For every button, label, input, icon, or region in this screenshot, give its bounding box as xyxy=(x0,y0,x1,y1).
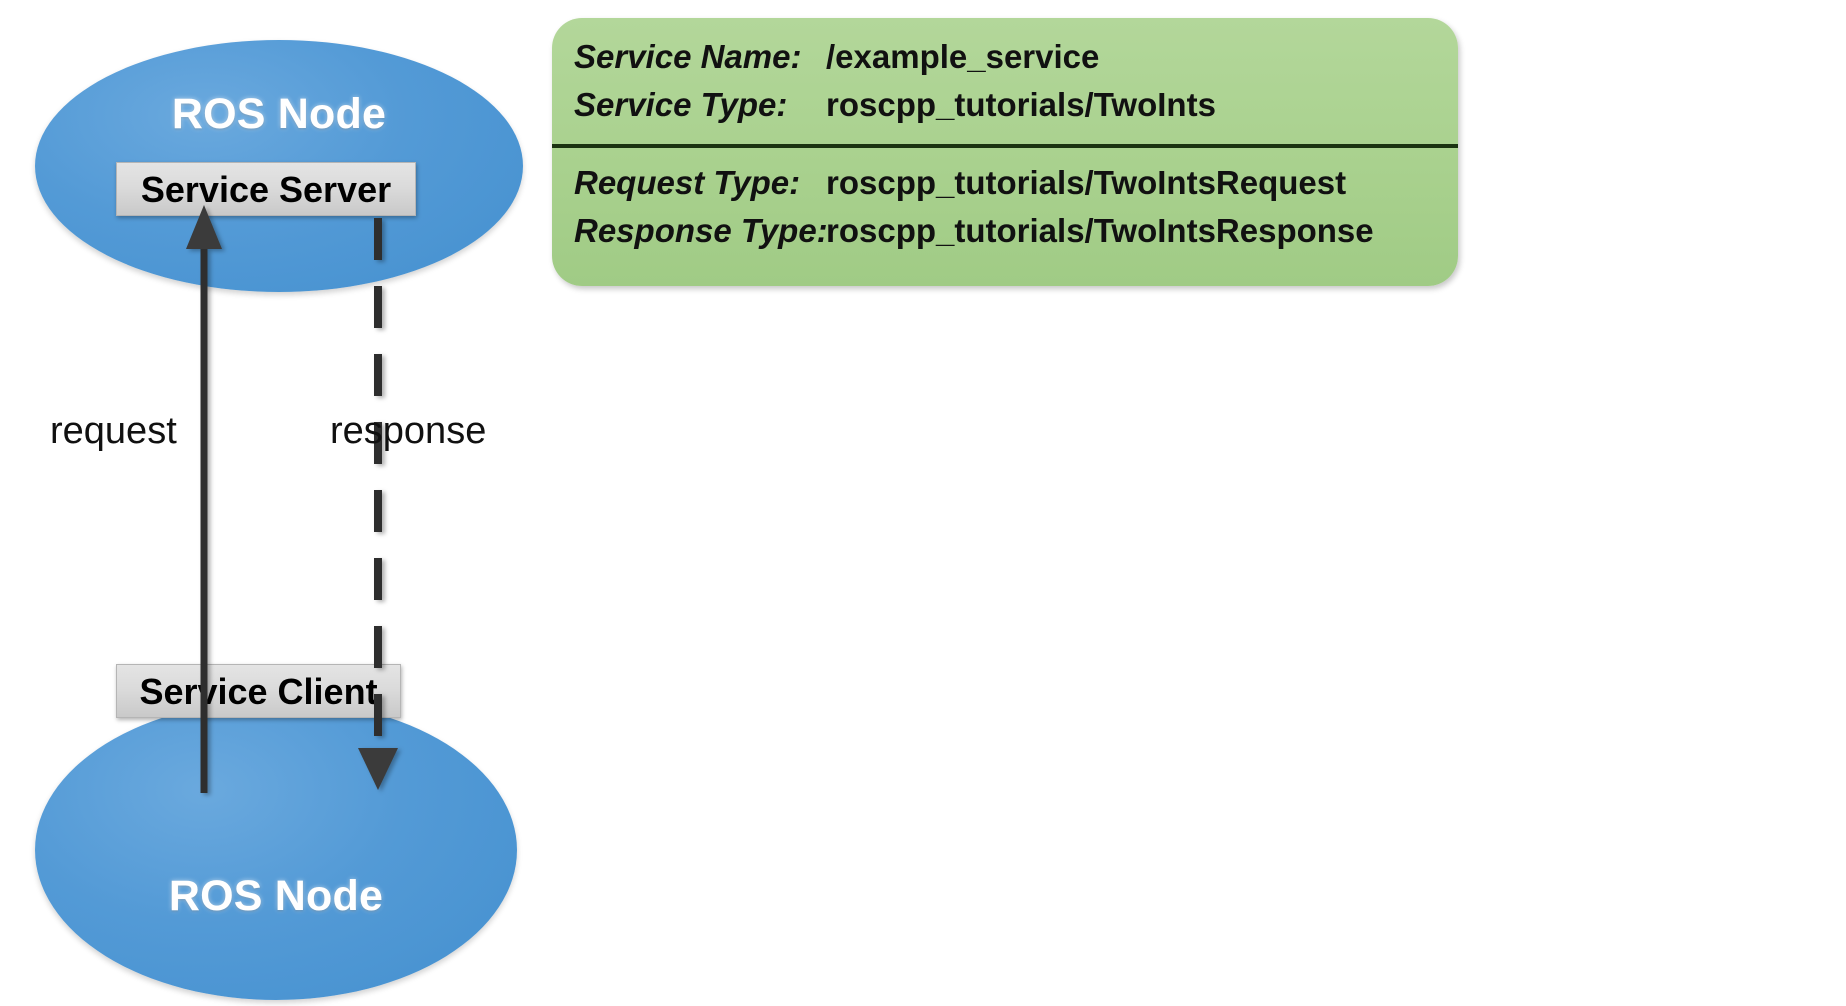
service-client-box: Service Client xyxy=(116,664,401,718)
service-identity-section: Service Name: /example_service Service T… xyxy=(552,18,1458,134)
service-name-key: Service Name: xyxy=(574,38,802,75)
service-type-value: roscpp_tutorials/TwoInts xyxy=(826,86,1216,123)
info-panel-divider xyxy=(552,144,1458,148)
info-row-response-type: Response Type: roscpp_tutorials/TwoIntsR… xyxy=(574,212,1458,260)
service-server-box: Service Server xyxy=(116,162,416,216)
request-type-value: roscpp_tutorials/TwoIntsRequest xyxy=(826,164,1347,201)
response-type-value: roscpp_tutorials/TwoIntsResponse xyxy=(826,212,1374,249)
service-type-key: Service Type: xyxy=(574,86,788,123)
service-server-label: Service Server xyxy=(140,169,392,210)
info-row-service-name: Service Name: /example_service xyxy=(574,38,1458,86)
service-message-types-section: Request Type: roscpp_tutorials/TwoIntsRe… xyxy=(552,148,1458,260)
service-name-value: /example_service xyxy=(826,38,1100,75)
service-client-label: Service Client xyxy=(139,671,378,712)
info-row-service-type: Service Type: roscpp_tutorials/TwoInts xyxy=(574,86,1458,134)
service-info-panel: Service Name: /example_service Service T… xyxy=(552,18,1458,286)
request-edge-label: request xyxy=(50,410,177,452)
info-row-request-type: Request Type: roscpp_tutorials/TwoIntsRe… xyxy=(574,164,1458,212)
request-type-key: Request Type: xyxy=(574,164,801,201)
response-type-key: Response Type: xyxy=(574,212,828,249)
response-edge-label: response xyxy=(330,410,487,452)
ros-node-client-title: ROS Node xyxy=(168,872,384,920)
ros-node-client-ellipse: ROS Node xyxy=(35,700,517,1000)
ros-node-server-title: ROS Node xyxy=(171,90,387,138)
